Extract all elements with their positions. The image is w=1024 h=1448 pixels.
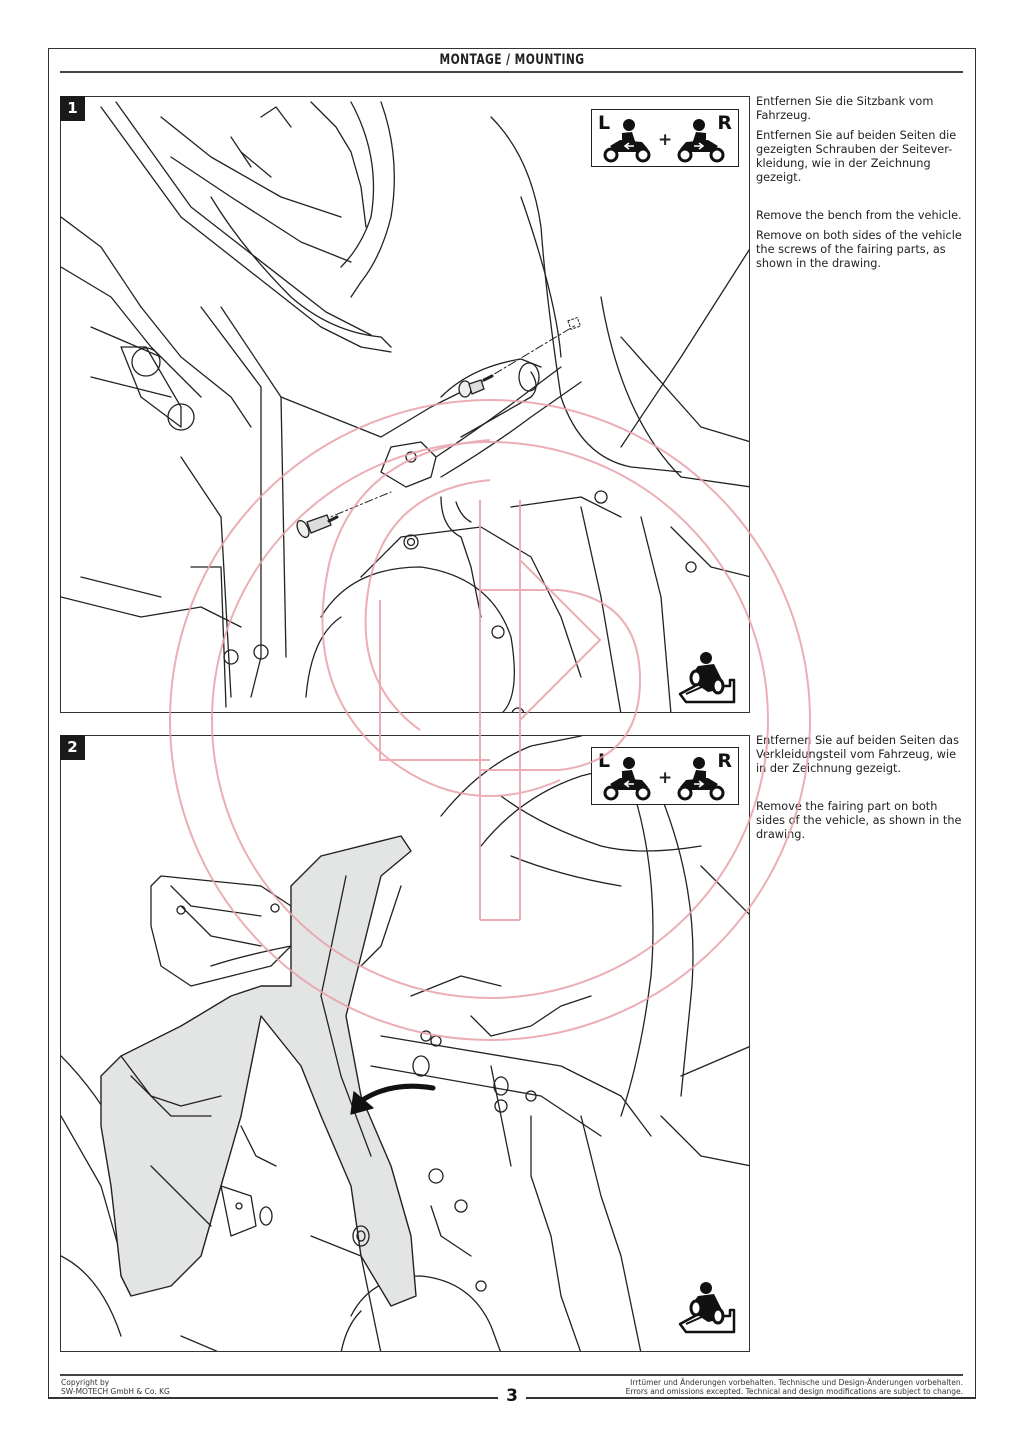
disclaimer-en: Errors and omissions excepted. Technical…	[625, 1387, 963, 1396]
step-2-illustration	[60, 735, 750, 1352]
fairing-removal-drawing	[61, 736, 749, 1351]
right-side-label: R	[717, 750, 732, 772]
step-2-instructions: Entfernen Sie auf beiden Seiten das Verk…	[756, 734, 966, 848]
motorcycle-rider-view-icon	[678, 1282, 736, 1334]
page-number: 3	[498, 1386, 526, 1406]
step-1-instructions: Entfernen Sie die Sitzbank vom Fahrzeug.…	[756, 95, 966, 277]
header-divider	[60, 71, 963, 73]
both-sides-indicator: L + R	[591, 109, 739, 167]
footer-bottom-rule	[48, 1398, 498, 1399]
copyright-notice: Copyright by SW-MOTECH GmbH & Co. KG	[61, 1378, 170, 1396]
instruction-de: Entfernen Sie auf beiden Seiten das Verk…	[756, 734, 959, 775]
company-name: SW-MOTECH GmbH & Co. KG	[61, 1387, 170, 1396]
page-title: MONTAGE / MOUNTING	[439, 52, 585, 68]
step-number-badge: 2	[60, 735, 85, 760]
left-side-label: L	[598, 112, 611, 134]
footer-divider	[60, 1374, 963, 1376]
plus-sign: +	[658, 768, 673, 788]
both-sides-indicator: L + R	[591, 747, 739, 805]
motorcycle-rider-view-icon	[678, 652, 736, 704]
step-number-badge: 1	[60, 96, 85, 121]
copyright-line: Copyright by	[61, 1378, 110, 1387]
screw-icon	[458, 379, 485, 398]
curved-arrow-icon	[350, 1083, 436, 1115]
instruction-de: Entfernen Sie auf beiden Seiten die geze…	[756, 129, 957, 184]
step-1-illustration	[60, 96, 750, 713]
disclaimer-de: Irrtümer und Änderungen vorbehalten. Tec…	[630, 1378, 963, 1387]
fairing-screws-drawing	[61, 101, 749, 712]
disclaimer: Irrtümer und Änderungen vorbehalten. Tec…	[626, 1378, 963, 1396]
instruction-en: Remove the fairing part on both sides of…	[756, 800, 962, 841]
instruction-en: Remove on both sides of the vehicle the …	[756, 229, 962, 270]
screw-icon	[296, 514, 332, 539]
motorcycle-rider-left-icon	[603, 119, 651, 163]
motorcycle-rider-right-icon	[677, 119, 725, 163]
right-side-label: R	[717, 112, 732, 134]
instruction-de: Entfernen Sie die Sitzbank vom Fahrzeug.	[756, 95, 934, 122]
plus-sign: +	[658, 130, 673, 150]
instruction-en: Remove the bench from the vehicle.	[756, 209, 962, 222]
footer-bottom-rule	[526, 1398, 976, 1399]
motorcycle-rider-left-icon	[603, 757, 651, 801]
